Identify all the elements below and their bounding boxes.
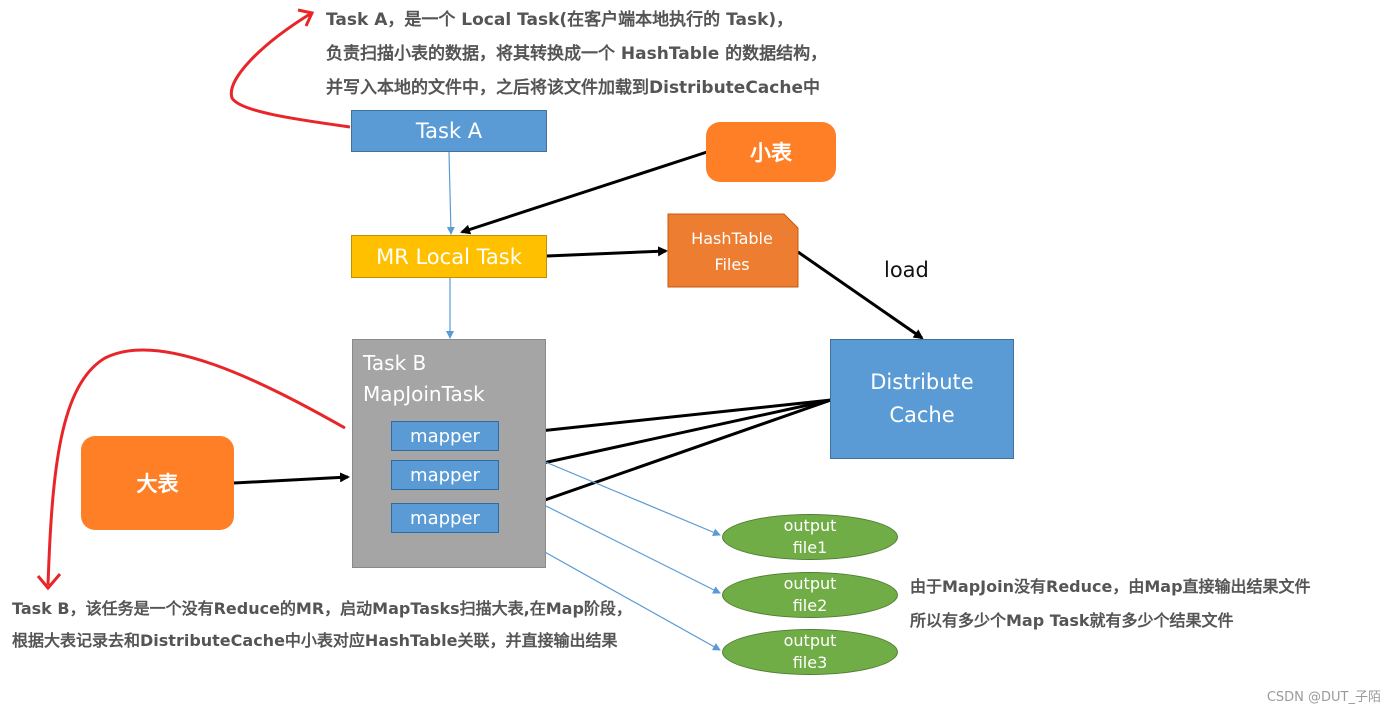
task-b-box: Task B MapJoinTask xyxy=(352,339,546,568)
arrow-taska-to-mrlocal xyxy=(446,151,455,235)
small-table-box: 小表 xyxy=(706,122,836,182)
arrow-mrlocal-to-hashtable xyxy=(546,246,668,258)
red-arrowhead-taskb xyxy=(36,573,62,591)
mr-local-task-box: MR Local Task xyxy=(351,235,547,278)
right-note: 由于MapJoin没有Reduce，由Map直接输出结果文件 所以有多少个Map… xyxy=(910,570,1311,638)
output-file1-line1: output xyxy=(783,516,837,535)
right-note-line1: 由于MapJoin没有Reduce，由Map直接输出结果文件 xyxy=(910,577,1311,596)
distribute-cache-line2: Cache xyxy=(889,403,955,427)
hashtable-files-label: HashTable Files xyxy=(668,226,796,278)
watermark: CSDN @DUT_子陌 xyxy=(1266,690,1381,705)
red-curve-taskb xyxy=(46,348,346,586)
arrow-cache-to-mapper3 xyxy=(500,398,832,518)
red-curve-taska xyxy=(229,12,351,129)
arrow-cache-to-mapper2 xyxy=(500,398,832,476)
task-a-note: Task A，是一个 Local Task(在客户端本地执行的 Task)， 负… xyxy=(326,3,827,105)
output-file1: output file1 xyxy=(722,514,898,560)
output-file3-line2: file3 xyxy=(792,653,828,672)
arrow-bigtable-to-taskb xyxy=(233,472,350,485)
output-file3-line1: output xyxy=(783,631,837,650)
output-file3: output file3 xyxy=(722,629,898,675)
right-note-line2: 所以有多少个Map Task就有多少个结果文件 xyxy=(910,611,1234,630)
task-a-note-line1: Task A，是一个 Local Task(在客户端本地执行的 Task)， xyxy=(326,10,794,30)
task-b-title: Task B MapJoinTask xyxy=(363,348,485,410)
mapper-3: mapper xyxy=(391,503,499,533)
task-b-note: Task B，该任务是一个没有Reduce的MR，启动MapTasks扫描大表,… xyxy=(12,593,632,657)
hashtable-files-line1: HashTable xyxy=(691,229,773,248)
arrow-smalltable-to-mrlocal xyxy=(460,150,708,235)
big-table-box: 大表 xyxy=(81,436,234,530)
task-b-note-line1: Task B，该任务是一个没有Reduce的MR，启动MapTasks扫描大表,… xyxy=(12,599,632,618)
load-label: load xyxy=(884,258,929,282)
arrow-hashtable-to-cache xyxy=(797,250,924,340)
task-a-box: Task A xyxy=(351,110,547,152)
hashtable-files-shape xyxy=(667,213,799,288)
task-a-note-line3: 并写入本地的文件中，之后将该文件加载到DistributeCache中 xyxy=(326,78,820,98)
mapper-1: mapper xyxy=(391,421,499,451)
task-a-note-line2: 负责扫描小表的数据，将其转换成一个 HashTable 的数据结构， xyxy=(326,44,828,64)
hashtable-files-line2: Files xyxy=(714,255,750,274)
output-file2-line2: file2 xyxy=(792,596,828,615)
distribute-cache-line1: Distribute xyxy=(870,370,974,394)
output-file2-line1: output xyxy=(783,574,837,593)
task-b-note-line2: 根据大表记录去和DistributeCache中小表对应HashTable关联，… xyxy=(12,631,618,650)
output-file1-line2: file1 xyxy=(792,538,828,557)
arrow-cache-to-mapper1 xyxy=(500,398,832,440)
mapper-2: mapper xyxy=(391,460,499,490)
red-arrowhead-taska xyxy=(297,8,315,27)
output-file2: output file2 xyxy=(722,572,898,618)
distribute-cache-box: Distribute Cache xyxy=(830,339,1014,459)
task-b-title-line1: Task B xyxy=(363,351,427,375)
task-b-title-line2: MapJoinTask xyxy=(363,382,485,406)
